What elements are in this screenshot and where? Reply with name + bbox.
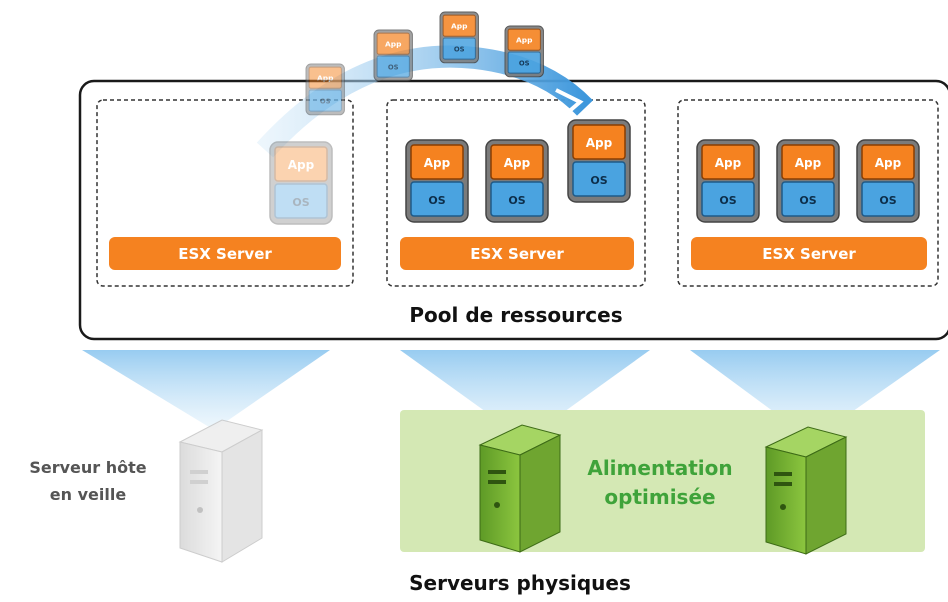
- os-label: OS: [719, 194, 736, 207]
- pool-label: Pool de ressources: [409, 303, 622, 327]
- beam-middle: [400, 350, 650, 440]
- app-label: App: [451, 22, 467, 31]
- app-block: [410, 144, 464, 180]
- beam-left: [82, 350, 330, 430]
- os-block: [410, 181, 464, 217]
- app-block: [701, 144, 755, 180]
- app-block: [572, 124, 626, 160]
- os-label: OS: [799, 194, 816, 207]
- os-block: [376, 55, 410, 78]
- app-label: App: [875, 156, 902, 170]
- esx-bar-3: [691, 237, 927, 270]
- app-label: App: [317, 74, 333, 83]
- app-block: [376, 32, 410, 55]
- optimized-label-line1: Alimentation: [587, 456, 732, 480]
- os-block: [572, 161, 626, 197]
- os-label: OS: [292, 196, 309, 209]
- os-label: OS: [388, 64, 399, 72]
- os-label: OS: [428, 194, 445, 207]
- app-block: [308, 66, 342, 89]
- os-label: OS: [454, 46, 465, 54]
- app-block: [781, 144, 835, 180]
- app-label: App: [586, 136, 613, 150]
- standby-label-line2: en veille: [50, 485, 127, 504]
- os-block: [490, 181, 544, 217]
- standby-server-icon: [178, 419, 264, 563]
- app-label: App: [795, 156, 822, 170]
- os-block: [308, 89, 342, 112]
- app-block: [490, 144, 544, 180]
- os-block: [781, 181, 835, 217]
- os-label: OS: [519, 60, 530, 68]
- esx-bar-1: [109, 237, 341, 270]
- esx-bar-1-label: ESX Server: [178, 245, 272, 263]
- app-label: App: [516, 36, 532, 45]
- os-block: [861, 181, 915, 217]
- app-block: [507, 28, 541, 51]
- os-block: [701, 181, 755, 217]
- host-box-3: [677, 99, 939, 287]
- active-server-icon-1: [478, 424, 562, 553]
- host-box-1: [96, 99, 354, 287]
- esx-bar-2-label: ESX Server: [470, 245, 564, 263]
- app-label: App: [385, 40, 401, 49]
- host-box-2: [386, 99, 646, 287]
- os-label: OS: [879, 194, 896, 207]
- migration-arrow-icon: [555, 88, 584, 116]
- app-block: [861, 144, 915, 180]
- vm-layer: AppOSAppOSAppOSAppOSAppOSAppOSAppOSAppOS…: [269, 11, 920, 225]
- active-server-icon-2: [764, 426, 848, 555]
- physical-servers-label: Serveurs physiques: [409, 571, 631, 595]
- optimized-label-line2: optimisée: [604, 485, 715, 509]
- app-label: App: [424, 156, 451, 170]
- os-label: OS: [590, 174, 607, 187]
- os-block: [442, 37, 476, 60]
- esx-bar-3-label: ESX Server: [762, 245, 856, 263]
- app-label: App: [504, 156, 531, 170]
- os-block: [507, 51, 541, 74]
- app-label: App: [288, 158, 315, 172]
- os-label: OS: [508, 194, 525, 207]
- standby-label-line1: Serveur hôte: [29, 458, 146, 477]
- beam-right: [690, 350, 940, 440]
- os-block: [274, 183, 328, 219]
- app-block: [442, 14, 476, 37]
- esx-bar-2: [400, 237, 634, 270]
- app-label: App: [715, 156, 742, 170]
- os-label: OS: [320, 98, 331, 106]
- app-block: [274, 146, 328, 182]
